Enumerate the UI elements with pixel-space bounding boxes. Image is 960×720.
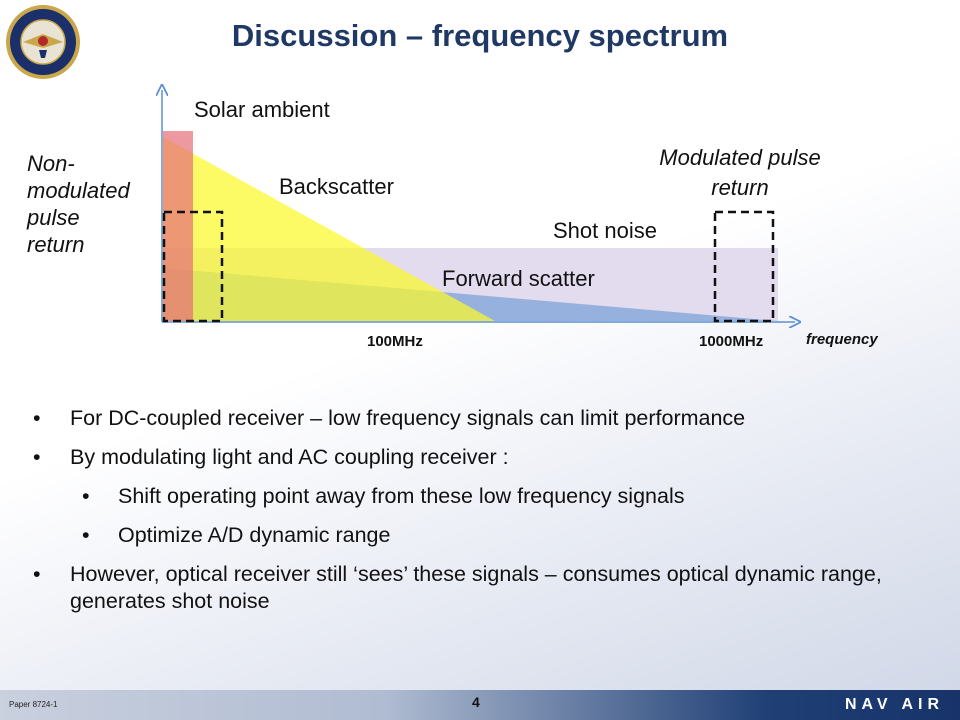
bullet-item: •By modulating light and AC coupling rec… xyxy=(33,445,509,469)
solar-ambient-region xyxy=(163,131,193,321)
navair-seal-logo xyxy=(6,5,80,79)
frequency-spectrum-diagram xyxy=(0,0,960,370)
backscatter-region xyxy=(163,137,495,321)
solar-ambient-label: Solar ambient xyxy=(194,97,330,122)
footer-bar: Paper 8724-1 4 NAV AIR xyxy=(0,690,960,720)
slide-title: Discussion – frequency spectrum xyxy=(231,18,729,53)
bullet-list: •For DC-coupled receiver – low frequency… xyxy=(30,405,930,627)
sub-bullet-item: •Optimize A/D dynamic range xyxy=(82,523,391,547)
non-modulated-return-box xyxy=(162,210,224,323)
navair-wordmark: NAV AIR xyxy=(845,696,944,713)
modulated-label: Modulated pulse return xyxy=(659,145,821,200)
tick-100mhz: 100MHz xyxy=(367,333,423,350)
shot-noise-label: Shot noise xyxy=(553,218,657,243)
forward-scatter-label: Forward scatter xyxy=(442,266,595,291)
modulated-return-box xyxy=(713,210,775,323)
bullet-item: •However, optical receiver still ‘sees’ … xyxy=(33,562,882,613)
paper-number: Paper 8724-1 xyxy=(9,700,58,709)
x-axis-label: frequency xyxy=(806,331,878,348)
bullet-item: •For DC-coupled receiver – low frequency… xyxy=(33,406,746,430)
sub-bullet-item: •Shift operating point away from these l… xyxy=(82,484,685,508)
non-modulated-label: Non- modulated pulse return xyxy=(27,151,130,257)
backscatter-label: Backscatter xyxy=(279,174,394,199)
page-number: 4 xyxy=(472,694,480,710)
tick-1000mhz: 1000MHz xyxy=(699,333,764,350)
